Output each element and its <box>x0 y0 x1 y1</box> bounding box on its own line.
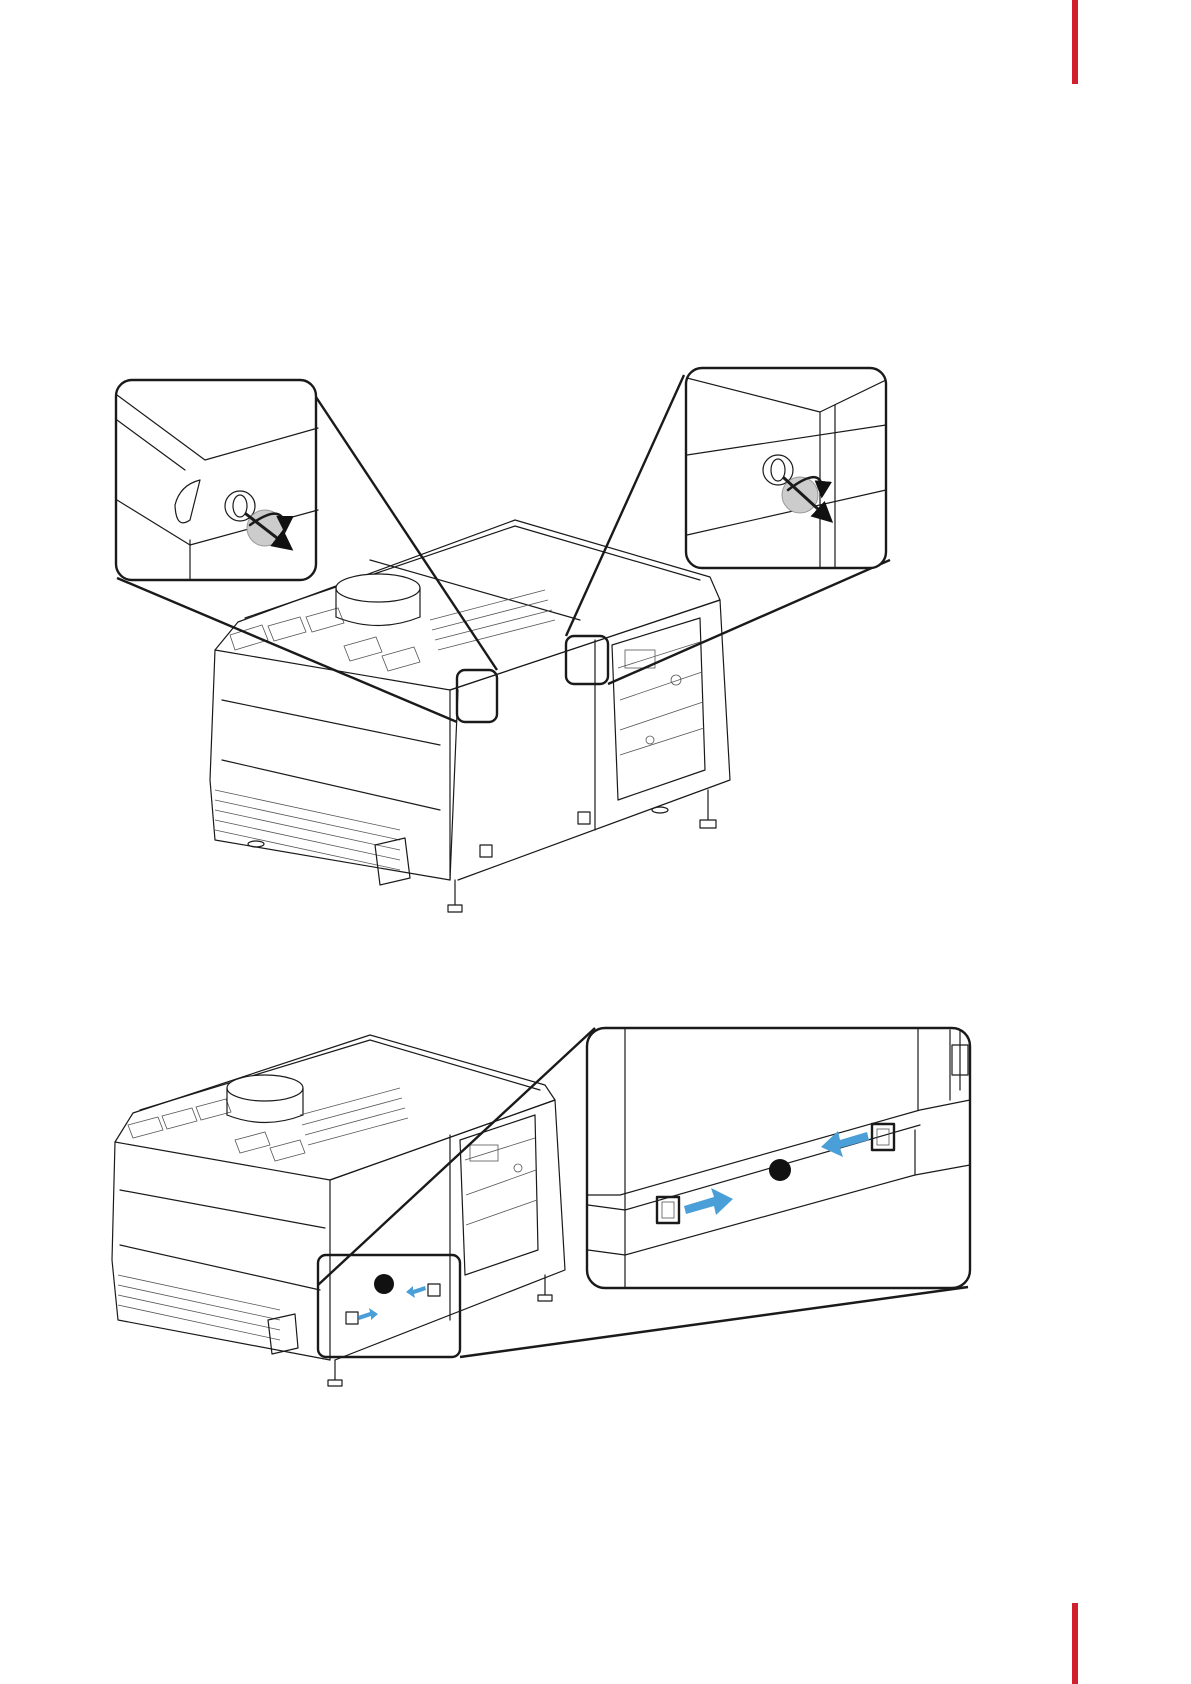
exhaust-duct-2 <box>227 1075 303 1123</box>
figure-2-projector <box>112 1035 565 1386</box>
leader-2-lower <box>460 1287 968 1357</box>
leader-right-lower <box>608 560 890 684</box>
power-connector <box>375 838 410 885</box>
leader-2-upper <box>318 1028 595 1285</box>
exhaust-duct <box>336 574 420 626</box>
leader-left-lower <box>117 578 457 722</box>
position-marker-large <box>769 1159 791 1181</box>
right-lock-location <box>566 636 608 684</box>
left-lock-location <box>457 670 497 722</box>
leader-right-upper <box>566 375 684 636</box>
handle-slide-detail <box>587 1028 970 1288</box>
leader-left-upper <box>310 388 497 670</box>
front-vents <box>215 608 420 870</box>
input-panel <box>612 618 705 800</box>
right-lock-detail <box>686 368 886 568</box>
handle-area-highlight <box>318 1255 460 1357</box>
feet <box>248 790 716 912</box>
side-handle-left <box>480 845 492 857</box>
input-panel-2 <box>460 1115 538 1275</box>
side-handle-right <box>578 812 590 824</box>
left-lock-detail <box>116 380 318 580</box>
position-marker-small <box>374 1274 394 1294</box>
top-grille-2 <box>300 1088 408 1145</box>
